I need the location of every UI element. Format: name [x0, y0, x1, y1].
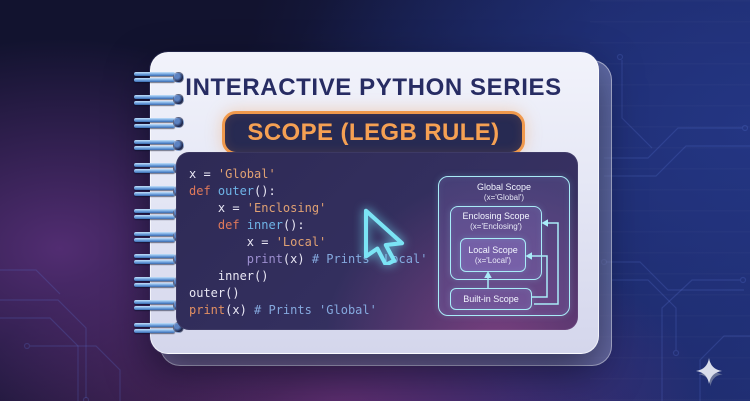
code-line: x = 'Enclosing' — [189, 201, 327, 215]
spiral-ring — [134, 138, 186, 153]
spiral-ring — [134, 93, 186, 108]
local-scope-title: Local Scope — [468, 244, 518, 255]
scope-diagram: Global Scope (x='Global') Enclosing Scop… — [438, 176, 570, 316]
topic-badge: SCOPE (LEGB RULE) — [222, 111, 525, 155]
global-scope-title: Global Scope — [476, 182, 532, 192]
code-line: x = 'Global' — [189, 167, 276, 181]
code-block: x = 'Global' def outer(): x = 'Enclosing'… — [189, 166, 427, 319]
scope-arrows — [484, 219, 559, 305]
code-line: print(x) # Prints 'Global' — [189, 303, 377, 317]
enclosing-scope-subtitle: (x='Enclosing') — [470, 222, 522, 231]
spiral-ring — [134, 116, 186, 131]
builtin-scope-box: Built-in Scope — [450, 288, 532, 310]
sparkle-diamond-logo-icon — [696, 358, 723, 387]
builtin-scope-title: Built-in Scope — [463, 293, 519, 304]
code-line: inner() — [189, 269, 269, 283]
enclosing-scope-box: Enclosing Scope (x='Enclosing') — [450, 206, 542, 280]
background-scanlines — [590, 0, 750, 401]
code-line: def inner(): — [217, 218, 305, 232]
topic-badge-row: SCOPE (LEGB RULE) — [150, 111, 597, 155]
local-scope-box: Local Scope (x='Local') — [460, 238, 526, 272]
series-title: INTERACTIVE PYTHON SERIES — [185, 74, 562, 101]
code-line: x = 'Local' — [189, 235, 327, 249]
local-scope-subtitle: (x='Local') — [474, 255, 512, 265]
spiral-ring — [134, 70, 186, 85]
cursor-arrow-icon — [363, 208, 405, 265]
code-line: def outer(): — [189, 184, 276, 198]
code-line: outer() — [189, 286, 240, 300]
global-scope-subtitle: (x='Global') — [483, 193, 525, 202]
enclosing-scope-title: Enclosing Scope — [462, 211, 530, 221]
code-panel — [176, 152, 578, 330]
